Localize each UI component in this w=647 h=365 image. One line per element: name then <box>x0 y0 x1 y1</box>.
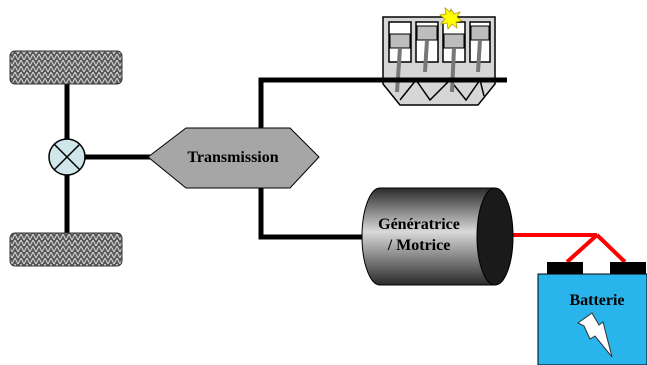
battery-icon: Batterie <box>537 262 647 365</box>
transmission-block: Transmission <box>147 127 320 189</box>
generator-motor-icon: Génératrice / Motrice <box>361 187 514 286</box>
generator-label-line2: / Motrice <box>387 237 451 254</box>
lightning-icon <box>577 312 613 358</box>
spark-icon <box>439 7 463 30</box>
engine-icon <box>380 16 500 106</box>
transmission-label: Transmission <box>187 149 278 166</box>
generator-label-line1: Génératrice <box>378 216 460 233</box>
differential-icon <box>48 138 86 176</box>
tire-icon <box>9 50 123 85</box>
tire-icon <box>9 232 123 267</box>
battery-label: Batterie <box>569 292 624 309</box>
